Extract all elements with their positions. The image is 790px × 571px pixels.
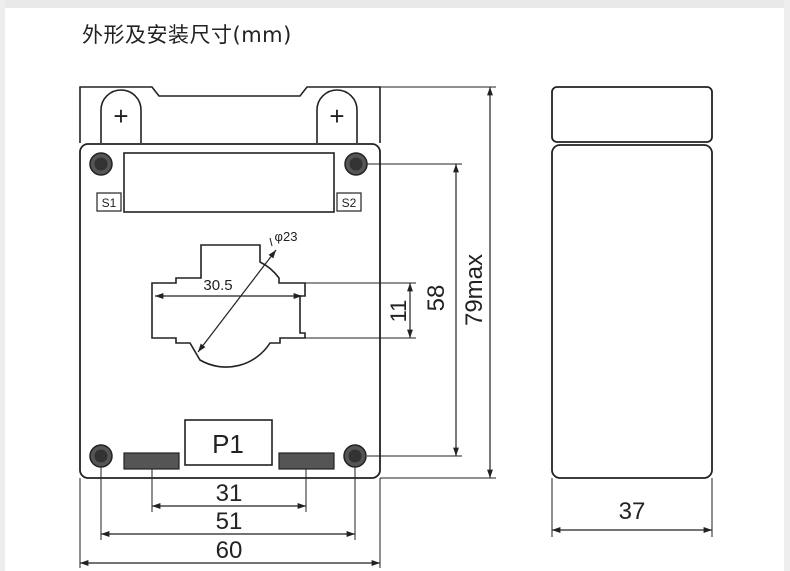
- label-s2: S2: [342, 196, 357, 210]
- mount-screw-bottom-right: [343, 444, 367, 468]
- dim-overall-height: 79max: [461, 254, 488, 326]
- dim-overall-width: 60: [216, 537, 243, 564]
- dim-mount-horizontal-inner: 31: [216, 480, 243, 507]
- mount-slot-right: [278, 452, 335, 470]
- horizontal-dimensions: [79, 467, 381, 568]
- mount-slot-left: [123, 452, 180, 470]
- side-body: [551, 144, 713, 479]
- terminal-loop-left: [100, 89, 142, 143]
- terminal-plus-left: +: [113, 101, 128, 131]
- dim-window-width: 30.5: [203, 277, 232, 294]
- side-terminal-cap: [551, 86, 713, 143]
- dim-mount-horizontal-outer: 51: [216, 508, 243, 535]
- dim-window-height: 11: [386, 300, 411, 323]
- terminal-block-top: [79, 86, 381, 143]
- drawing-title: 外形及安装尺寸(mm): [82, 23, 292, 47]
- terminal-loop-right: [316, 89, 358, 143]
- s1-box: [96, 192, 122, 212]
- dim-hole-diameter: φ23: [275, 229, 298, 244]
- side-view: [551, 86, 713, 537]
- mount-screw-top-left: [89, 152, 113, 176]
- mount-screw-bottom-left: [89, 444, 113, 468]
- terminal-plus-right: +: [329, 101, 344, 131]
- p1-box: [184, 419, 273, 466]
- mount-screw-top-right: [344, 152, 368, 176]
- page-top-border: [0, 0, 790, 8]
- page-left-border: [0, 0, 5, 571]
- label-s1: S1: [102, 196, 117, 210]
- vertical-dimensions: [305, 86, 496, 479]
- dim-mount-vertical: 58: [423, 285, 450, 312]
- s2-box: [336, 192, 362, 212]
- dim-depth: 37: [619, 498, 646, 525]
- nameplate-window: [123, 152, 335, 213]
- front-view: [79, 86, 381, 479]
- label-p1: P1: [212, 429, 244, 459]
- page-right-border: [784, 0, 790, 571]
